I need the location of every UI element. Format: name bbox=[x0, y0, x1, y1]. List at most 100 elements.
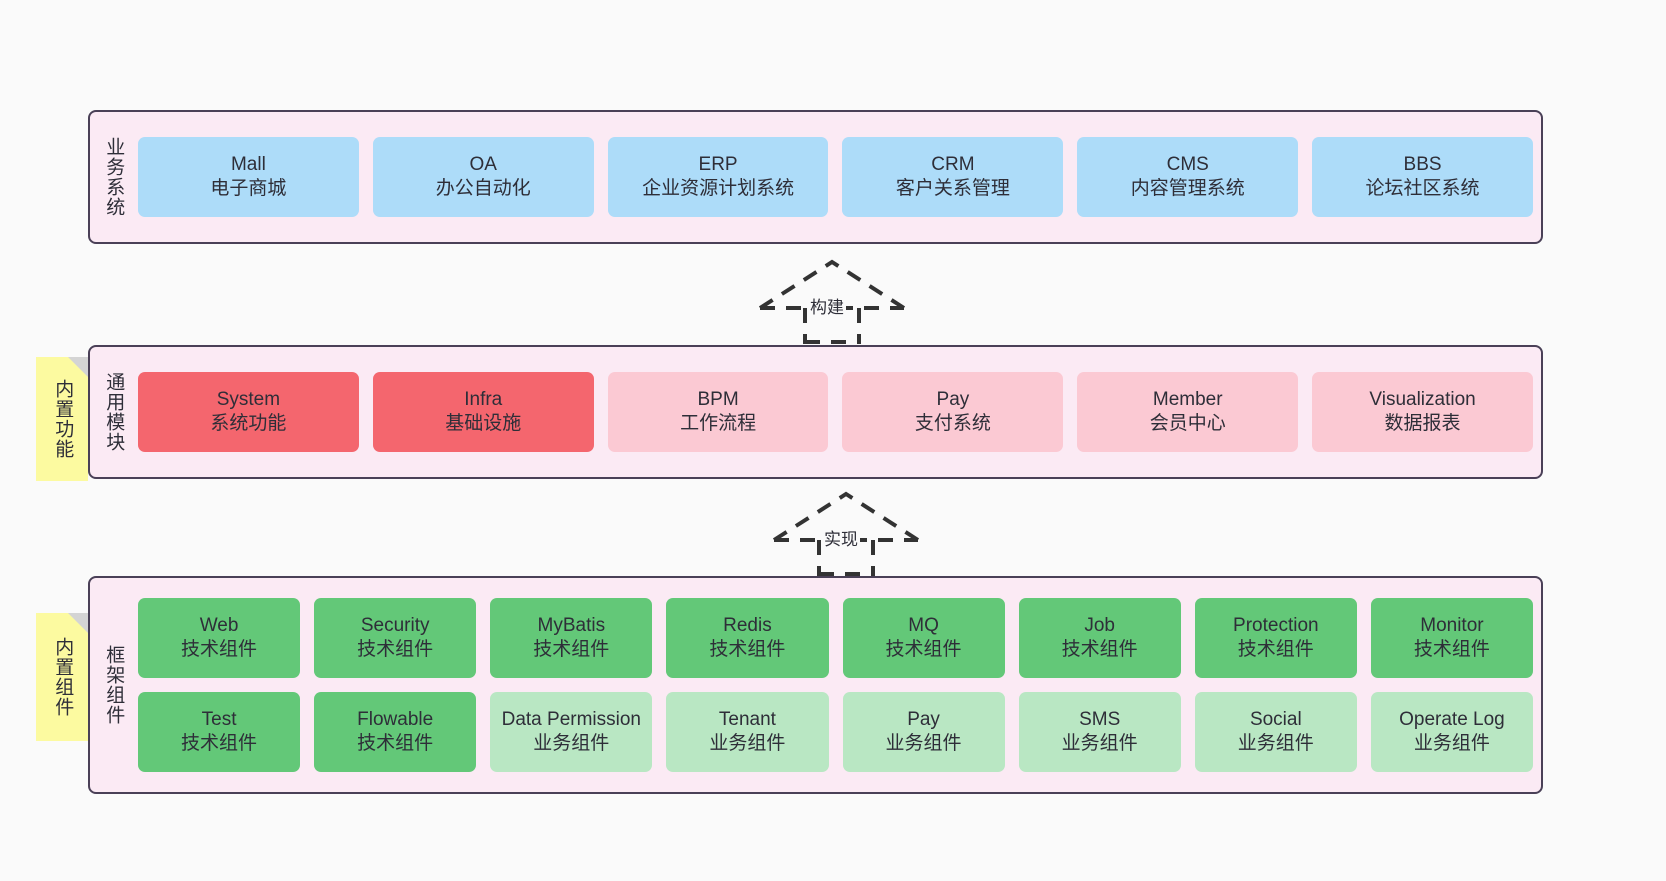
card-system[interactable]: System 系统功能 bbox=[138, 372, 359, 452]
card-title-en: MyBatis bbox=[537, 614, 606, 636]
card-title-en: Pay bbox=[907, 708, 940, 730]
card-redis[interactable]: Redis 技术组件 bbox=[666, 598, 829, 678]
connector-label-build: 构建 bbox=[808, 293, 846, 318]
card-title-en: Web bbox=[199, 614, 239, 636]
card-title-cn: 客户关系管理 bbox=[895, 178, 1010, 199]
card-title-cn: 支付系统 bbox=[914, 413, 991, 434]
card-title-cn: 技术组件 bbox=[709, 639, 786, 660]
card-oa[interactable]: OA 办公自动化 bbox=[372, 137, 594, 217]
card-pay-business[interactable]: Pay 业务组件 bbox=[842, 692, 1005, 772]
card-title-en: Protection bbox=[1233, 614, 1319, 636]
card-title-en: System bbox=[216, 388, 281, 410]
tag-builtin-component: 内置组件 bbox=[36, 613, 88, 741]
card-title-cn: 技术组件 bbox=[357, 639, 434, 660]
card-title-en: Visualization bbox=[1369, 388, 1476, 410]
card-title-en: Redis bbox=[723, 614, 772, 636]
card-bbs[interactable]: BBS 论坛社区系统 bbox=[1312, 137, 1533, 217]
connector-implement: 实现 bbox=[766, 490, 926, 576]
card-mall[interactable]: Mall 电子商城 bbox=[138, 137, 359, 217]
card-title-cn: 系统功能 bbox=[210, 413, 287, 434]
layer-body-common-module: System 系统功能 Infra 基础设施 BPM 工作流程 Pay 支付系统 bbox=[136, 347, 1541, 477]
card-member[interactable]: Member 会员中心 bbox=[1077, 372, 1299, 452]
card-cms[interactable]: CMS 内容管理系统 bbox=[1077, 137, 1299, 217]
card-title-cn: 技术组件 bbox=[1413, 639, 1490, 660]
card-title-cn: 技术组件 bbox=[1237, 639, 1314, 660]
card-web[interactable]: Web 技术组件 bbox=[138, 598, 301, 678]
arrowhead-triangle-left-right bbox=[758, 259, 906, 310]
card-title-cn: 办公自动化 bbox=[435, 178, 531, 199]
card-social[interactable]: Social 业务组件 bbox=[1194, 692, 1357, 772]
card-row: System 系统功能 Infra 基础设施 BPM 工作流程 Pay 支付系统 bbox=[138, 372, 1533, 452]
card-title-cn: 基础设施 bbox=[445, 413, 522, 434]
card-title-en: Member bbox=[1152, 388, 1223, 410]
card-title-en: Pay bbox=[936, 388, 970, 410]
card-title-cn: 技术组件 bbox=[885, 639, 962, 660]
card-title-en: SMS bbox=[1079, 708, 1121, 730]
connector-label-implement: 实现 bbox=[822, 525, 860, 550]
card-title-cn: 技术组件 bbox=[181, 639, 258, 660]
card-title-en: Job bbox=[1084, 614, 1115, 636]
card-tenant[interactable]: Tenant 业务组件 bbox=[666, 692, 829, 772]
card-monitor[interactable]: Monitor 技术组件 bbox=[1370, 598, 1533, 678]
card-title-cn: 业务组件 bbox=[533, 733, 610, 754]
card-title-cn: 业务组件 bbox=[1413, 733, 1490, 754]
card-title-en: Operate Log bbox=[1399, 708, 1505, 730]
card-title-en: Infra bbox=[464, 388, 503, 410]
card-bpm[interactable]: BPM 工作流程 bbox=[607, 372, 829, 452]
layer-title-common-module: 通用模块 bbox=[103, 372, 125, 452]
tag-label: 内置功能 bbox=[52, 379, 74, 459]
card-security[interactable]: Security 技术组件 bbox=[314, 598, 477, 678]
card-pay[interactable]: Pay 支付系统 bbox=[842, 372, 1064, 452]
card-mq[interactable]: MQ 技术组件 bbox=[842, 598, 1005, 678]
card-infra[interactable]: Infra 基础设施 bbox=[372, 372, 594, 452]
layer-business-system: 业务系统 Mall 电子商城 OA 办公自动化 ERP 企业资源计划系统 bbox=[88, 110, 1543, 244]
card-title-en: CMS bbox=[1166, 153, 1209, 175]
card-title-en: Social bbox=[1249, 708, 1302, 730]
card-title-cn: 业务组件 bbox=[709, 733, 786, 754]
card-title-cn: 论坛社区系统 bbox=[1365, 178, 1480, 199]
card-title-en: Tenant bbox=[718, 708, 776, 730]
card-row: Test 技术组件 Flowable 技术组件 Data Permission … bbox=[138, 692, 1533, 772]
card-title-en: CRM bbox=[931, 153, 975, 175]
layer-body-business-system: Mall 电子商城 OA 办公自动化 ERP 企业资源计划系统 CRM 客户关系… bbox=[136, 112, 1541, 242]
card-flowable[interactable]: Flowable 技术组件 bbox=[314, 692, 477, 772]
card-data-permission[interactable]: Data Permission 业务组件 bbox=[490, 692, 653, 772]
card-test[interactable]: Test 技术组件 bbox=[138, 692, 301, 772]
card-title-cn: 技术组件 bbox=[533, 639, 610, 660]
card-title-cn: 业务组件 bbox=[1061, 733, 1138, 754]
card-erp[interactable]: ERP 企业资源计划系统 bbox=[607, 137, 829, 217]
card-protection[interactable]: Protection 技术组件 bbox=[1194, 598, 1357, 678]
card-row: Web 技术组件 Security 技术组件 MyBatis 技术组件 Redi… bbox=[138, 598, 1533, 678]
card-title-cn: 工作流程 bbox=[680, 413, 757, 434]
card-row: Mall 电子商城 OA 办公自动化 ERP 企业资源计划系统 CRM 客户关系… bbox=[138, 137, 1533, 217]
card-title-cn: 内容管理系统 bbox=[1130, 178, 1245, 199]
tag-label: 内置组件 bbox=[52, 637, 74, 717]
card-title-cn: 会员中心 bbox=[1149, 413, 1226, 434]
layer-body-framework-component: Web 技术组件 Security 技术组件 MyBatis 技术组件 Redi… bbox=[136, 578, 1541, 792]
card-title-en: Security bbox=[360, 614, 430, 636]
card-title-en: ERP bbox=[698, 153, 738, 175]
card-sms[interactable]: SMS 业务组件 bbox=[1018, 692, 1181, 772]
card-crm[interactable]: CRM 客户关系管理 bbox=[842, 137, 1064, 217]
card-title-en: Data Permission bbox=[501, 708, 641, 730]
card-title-en: Monitor bbox=[1420, 614, 1484, 636]
card-visualization[interactable]: Visualization 数据报表 bbox=[1312, 372, 1533, 452]
card-title-cn: 技术组件 bbox=[1061, 639, 1138, 660]
card-title-en: BBS bbox=[1403, 153, 1442, 175]
card-title-en: OA bbox=[469, 153, 497, 175]
card-title-cn: 技术组件 bbox=[357, 733, 434, 754]
layer-title-framework-component: 框架组件 bbox=[103, 645, 125, 725]
card-title-en: Mall bbox=[230, 153, 266, 175]
connector-build: 构建 bbox=[752, 258, 912, 344]
card-title-en: MQ bbox=[908, 614, 939, 636]
card-title-en: Flowable bbox=[357, 708, 434, 730]
card-title-cn: 业务组件 bbox=[885, 733, 962, 754]
layer-title-business-system: 业务系统 bbox=[103, 137, 125, 217]
layer-framework-component: 框架组件 Web 技术组件 Security 技术组件 MyBatis 技术组件 bbox=[88, 576, 1543, 794]
card-job[interactable]: Job 技术组件 bbox=[1018, 598, 1181, 678]
card-mybatis[interactable]: MyBatis 技术组件 bbox=[490, 598, 653, 678]
card-title-en: Test bbox=[201, 708, 237, 730]
card-operate-log[interactable]: Operate Log 业务组件 bbox=[1370, 692, 1533, 772]
layer-common-module: 通用模块 System 系统功能 Infra 基础设施 BPM 工作流程 bbox=[88, 345, 1543, 479]
